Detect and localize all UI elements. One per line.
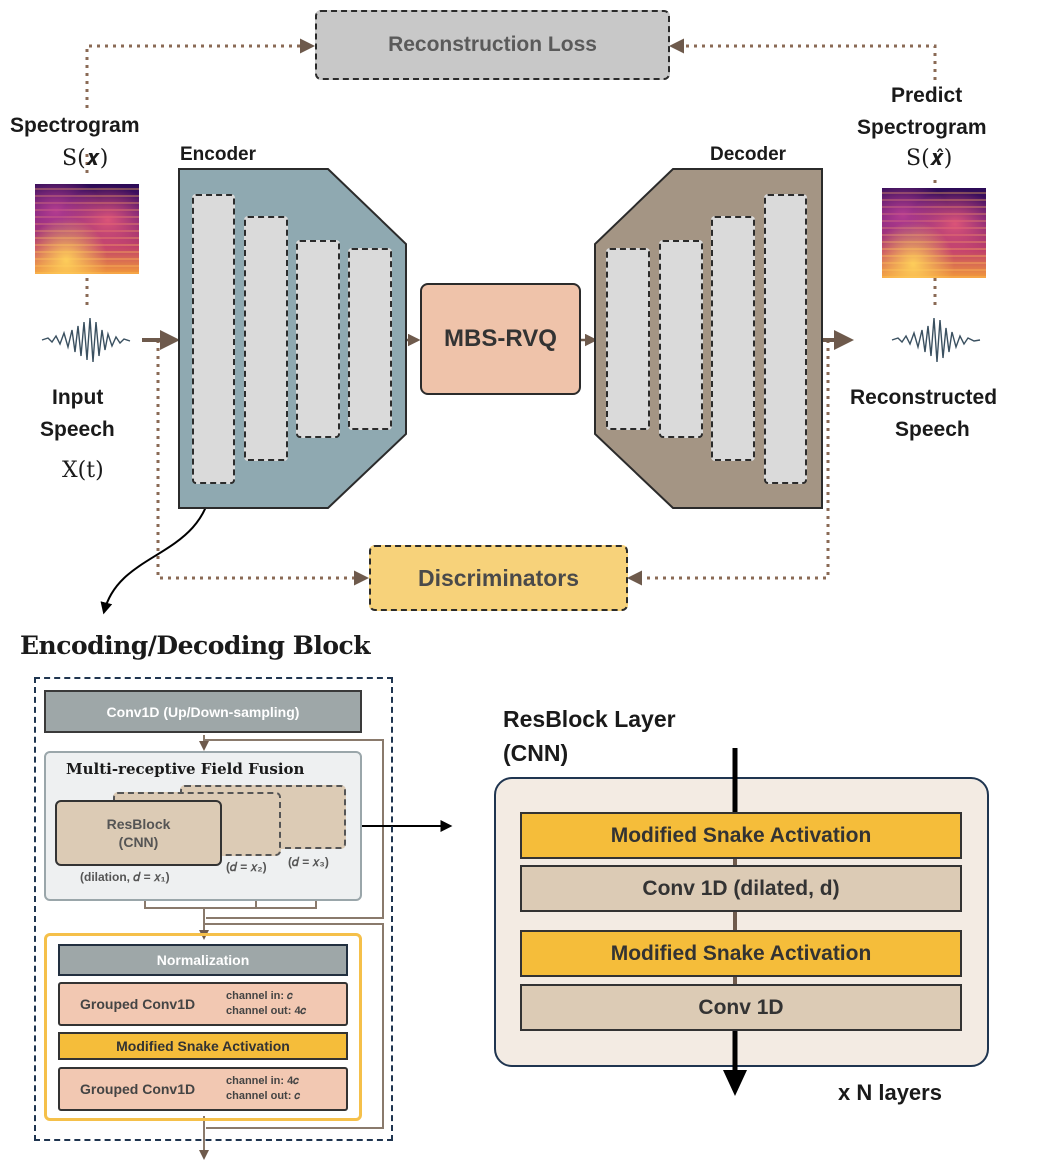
conv1d-dilated: Conv 1D (dilated, d) [520,865,962,912]
reconstructed-speech-label-1: Reconstructed [850,386,998,409]
output-waveform [891,317,981,363]
predict-spectrogram-label: Spectrogram [857,116,987,139]
resblock-1-sublabel: (CNN) [118,834,159,850]
encoder-slot-1 [192,194,235,484]
predict-spectrogram-math: S(𝒙̂) [906,146,953,171]
encoder-slot-3 [296,240,340,438]
encoder-slot-2 [244,216,288,461]
decoder-slot-1 [606,248,650,430]
grouped-conv-1-out: channel out: 4𝑐 [226,1005,307,1017]
input-spectrogram-image [35,184,139,274]
block-frame [34,677,393,1141]
predicted-spectrogram-image [882,188,986,278]
grouped-conv-1-box: Grouped Conv1D channel in: 𝑐 channel out… [58,982,348,1026]
input-speech-math: X(t) [62,458,104,483]
decoder-slot-4 [764,194,807,484]
encoder-slot-4 [348,248,392,430]
discriminators-box: Discriminators [369,545,628,611]
spectrogram-math: S(𝒙) [62,146,109,171]
predict-label: Predict [891,84,963,107]
grouped-conv-2-box: Grouped Conv1D channel in: 4𝑐 channel ou… [58,1067,348,1111]
input-waveform [41,317,131,363]
grouped-conv-1-label: Grouped Conv1D [80,996,196,1012]
spectrogram-label: Spectrogram [10,114,140,137]
grouped-conv-1-in: channel in: 𝑐 [226,990,293,1002]
dilation-1-label: (dilation, 𝑑 = 𝑥₁) [80,870,170,884]
grouped-conv-2-out: channel out: 𝑐 [226,1090,301,1102]
reconstruction-loss-box: Reconstruction Loss [315,10,670,80]
reconstructed-speech-label-2: Speech [895,418,970,441]
mrf-title: Multi-receptive Field Fusion [66,760,305,778]
decoder-slot-3 [711,216,755,461]
decoder-label: Decoder [710,144,787,165]
discriminator-links [156,340,830,586]
n-layers-label: x N layers [838,1080,942,1105]
block-title: Encoding/Decoding Block [20,631,371,660]
normalization-box: Normalization [58,944,348,976]
snake-activation-1: Modified Snake Activation [520,812,962,859]
conv1d-sampling-box: Conv1D (Up/Down-sampling) [44,690,362,733]
resblock-layer-title: ResBlock Layer [503,706,676,732]
mbs-rvq-box: MBS-RVQ [420,283,581,395]
input-speech-label-2: Speech [40,418,115,441]
decoder-slot-2 [659,240,703,438]
encoder-label: Encoder [180,144,257,165]
resblock-layer-subtitle: (CNN) [503,740,569,766]
dilation-2-label: (𝑑 = 𝑥₂) [226,860,267,874]
resblock-1-box: ResBlock (CNN) [55,800,222,866]
grouped-conv-2-in: channel in: 4𝑐 [226,1075,299,1087]
subblock-frame [44,933,362,1121]
dilation-3-label: (𝑑 = 𝑥₃) [288,855,329,869]
snake-activation-2: Modified Snake Activation [520,930,962,977]
snake-activation-box: Modified Snake Activation [58,1032,348,1060]
grouped-conv-2-label: Grouped Conv1D [80,1081,196,1097]
input-speech-label-1: Input [52,386,104,409]
conv1d: Conv 1D [520,984,962,1031]
resblock-1-label: ResBlock [106,816,171,832]
